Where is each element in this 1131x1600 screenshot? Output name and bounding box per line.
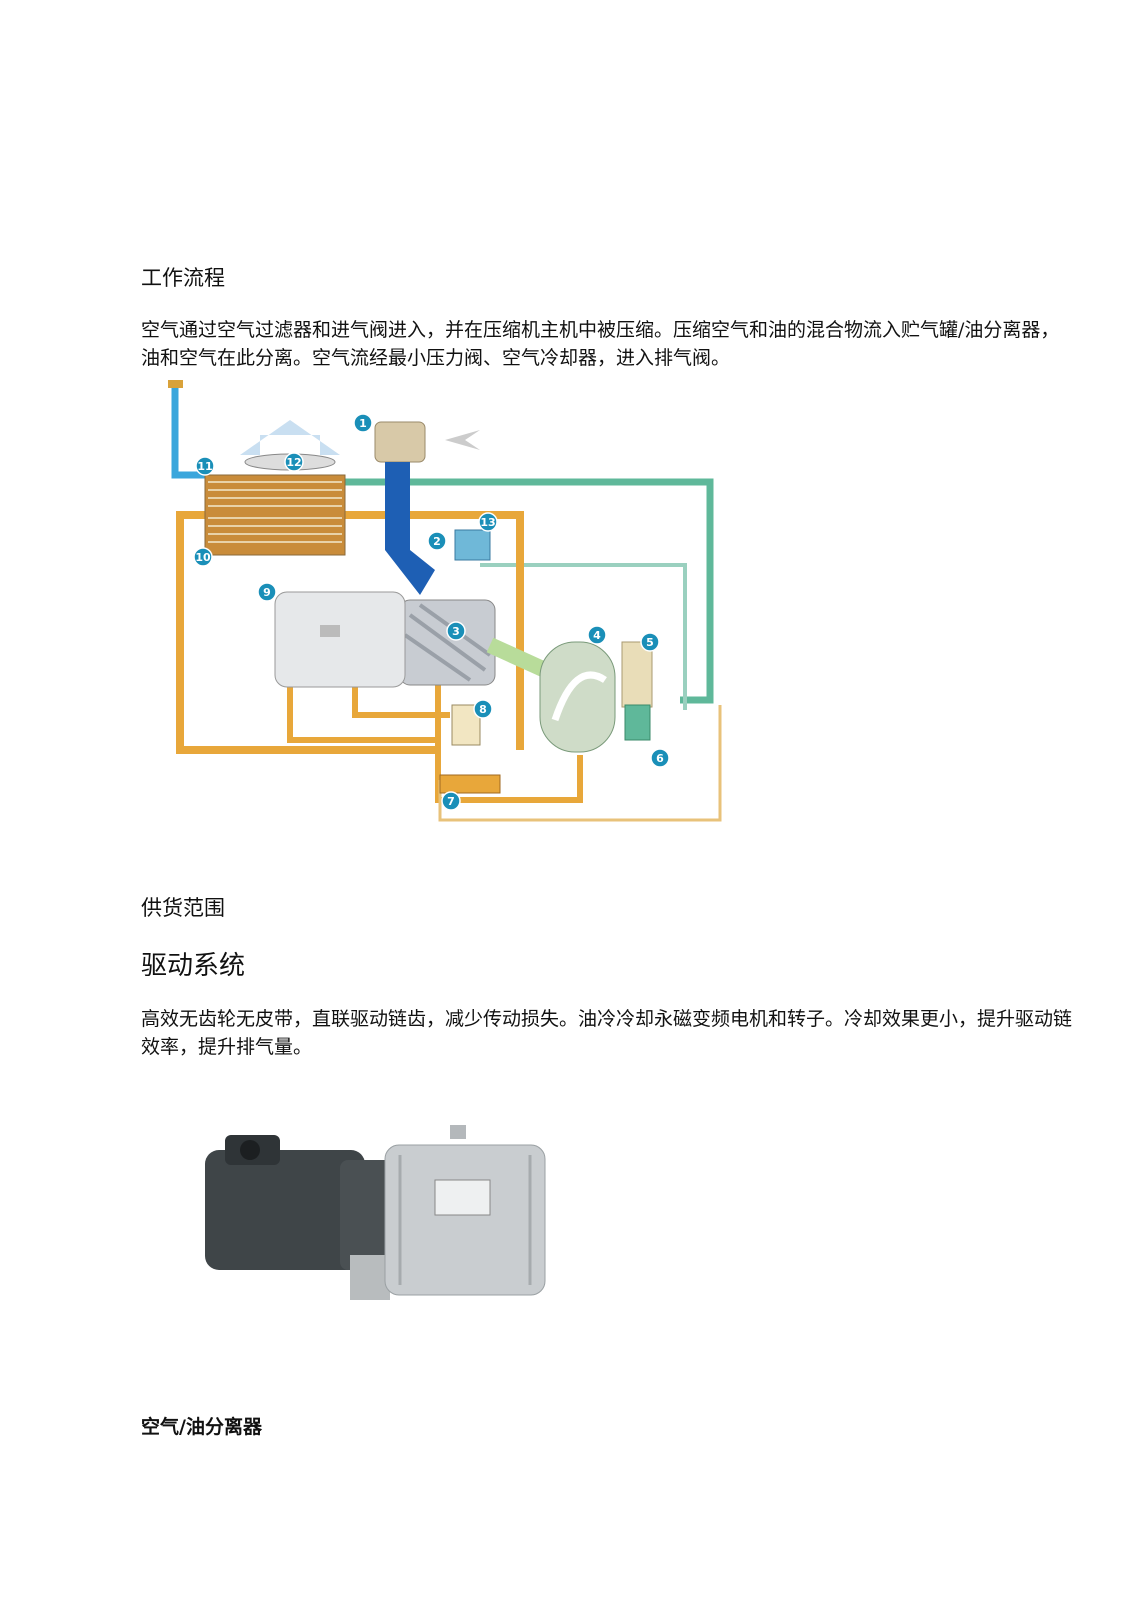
work-process-paragraph: 空气通过空气过滤器和进气阀进入，并在压缩机主机中被压缩。压缩空气和油的混合物流入… (141, 319, 1060, 369)
callout-9: 9 (257, 582, 277, 602)
svg-text:2: 2 (433, 535, 441, 548)
svg-text:10: 10 (195, 551, 211, 564)
svg-text:5: 5 (646, 636, 654, 649)
compressor-flow-diagram: 1 2 3 4 5 6 7 8 9 10 11 12 13 (168, 380, 722, 822)
callout-6: 6 (650, 748, 670, 768)
callout-5: 5 (640, 632, 660, 652)
svg-text:13: 13 (480, 516, 495, 529)
discharge-valve (168, 380, 183, 388)
motor (274, 591, 406, 688)
air-filter (374, 421, 426, 463)
section-title-air-oil-separator: 空气/油分离器 (141, 1416, 262, 1438)
inlet-arrow-icon (445, 430, 480, 450)
separator-tank (539, 641, 616, 753)
callout-13: 13 (478, 512, 498, 532)
airend-housing (205, 1150, 365, 1270)
nameplate (434, 1179, 491, 1216)
intake-channel (385, 462, 435, 595)
airflow-arrow (240, 420, 340, 455)
callout-12: 12 (284, 452, 304, 472)
mixture-pipe (486, 637, 549, 678)
motor-airend-image (205, 1125, 546, 1300)
callout-1: 1 (353, 413, 373, 433)
callout-2: 2 (427, 531, 447, 551)
callout-8: 8 (473, 699, 493, 719)
section-title-work-process: 工作流程 (141, 266, 225, 290)
air-discharge-pipe (171, 380, 205, 479)
drive-system-paragraph: 高效无齿轮无皮带，直联驱动链齿，减少传动损失。油冷冷却永磁变频电机和转子。冷却效… (141, 1008, 1073, 1058)
svg-text:3: 3 (452, 625, 460, 638)
oil-filter (439, 774, 501, 794)
svg-text:1: 1 (359, 417, 367, 430)
svg-text:12: 12 (286, 456, 301, 469)
oil-separator-element (621, 641, 653, 708)
lifting-eye-icon (450, 1125, 466, 1139)
svg-text:9: 9 (263, 586, 271, 599)
callout-3: 3 (446, 621, 466, 641)
control-line (480, 563, 687, 710)
svg-text:8: 8 (479, 703, 487, 716)
svg-text:11: 11 (197, 460, 212, 473)
callout-4: 4 (587, 625, 607, 645)
section-title-drive-system: 驱动系统 (141, 951, 246, 981)
svg-text:7: 7 (447, 795, 455, 808)
callout-7: 7 (441, 791, 461, 811)
cooling-air-line (345, 478, 714, 704)
callout-10: 10 (193, 547, 213, 567)
section-title-supply-scope: 供货范围 (141, 896, 225, 920)
svg-text:6: 6 (656, 752, 664, 765)
callout-11: 11 (195, 456, 215, 476)
oil-return-line (176, 511, 435, 754)
min-pressure-valve (624, 704, 651, 741)
svg-text:4: 4 (593, 629, 601, 642)
intake-valve (454, 529, 491, 561)
